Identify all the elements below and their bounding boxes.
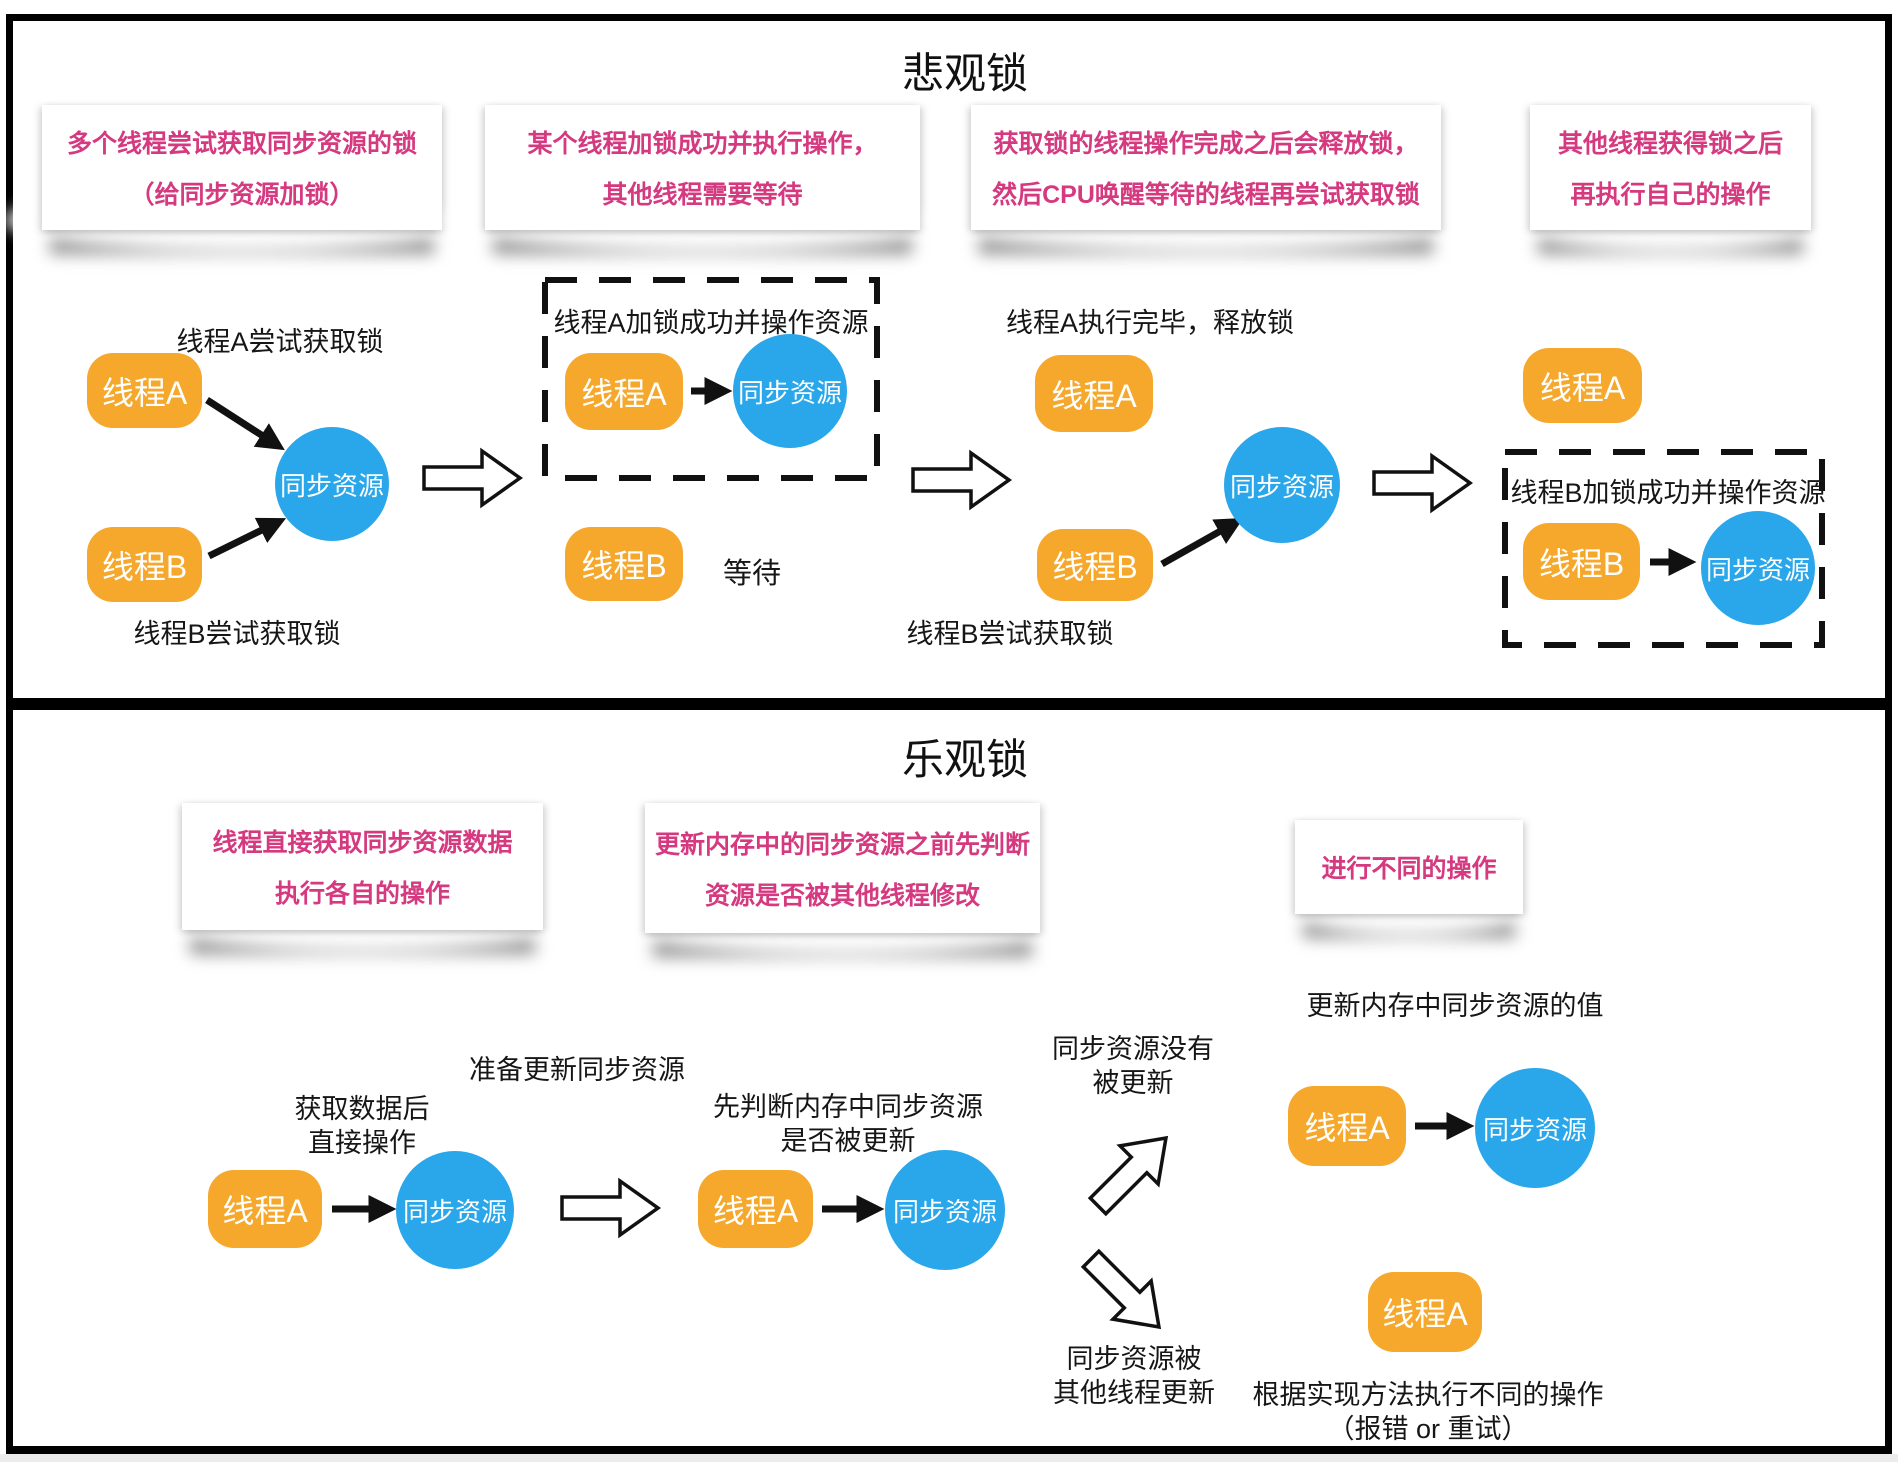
thread-a-box: 线程A [208, 1170, 322, 1248]
note-card: 获取锁的线程操作完成之后会释放锁， 然后CPU唤醒等待的线程再尝试获取锁 [924, 105, 1488, 254]
label-line: 根据实现方法执行不同的操作 [1252, 1380, 1604, 1410]
thread-a-box: 线程A [565, 353, 683, 430]
pessimistic-section-frame [6, 14, 1892, 704]
note-card: 多个线程尝试获取同步资源的锁 （给同步资源加锁） [3, 105, 481, 254]
label-line: 获取数据后 [294, 1094, 430, 1124]
label-line: 同步资源没有 [1052, 1034, 1214, 1064]
label-get-data-direct: 获取数据后 直接操作 [295, 1092, 430, 1160]
thread-a-box: 线程A [698, 1170, 813, 1248]
label-different-operations: 根据实现方法执行不同的操作 （报错 or 重试） [1253, 1378, 1604, 1446]
thread-b-box: 线程B [87, 527, 202, 602]
thread-a-box: 线程A [1523, 348, 1642, 423]
thread-b-box: 线程B [565, 527, 683, 601]
label-line: 是否被更新 [780, 1126, 916, 1156]
note-text: 其他线程获得锁之后 [1557, 130, 1783, 158]
label-line: 先判断内存中同步资源 [713, 1092, 983, 1122]
note-text: 多个线程尝试获取同步资源的锁 [66, 130, 417, 158]
thread-a-box: 线程A [1368, 1272, 1482, 1352]
label-thread-b-try-lock: 线程B尝试获取锁 [133, 619, 341, 649]
sync-resource-circle: 同步资源 [1701, 511, 1815, 625]
label-waiting: 等待 [722, 558, 782, 590]
label-not-updated: 同步资源没有 被更新 [1052, 1032, 1214, 1100]
note-text: 再执行自己的操作 [1570, 181, 1771, 209]
note-card: 某个线程加锁成功并执行操作， 其他线程需要等待 [442, 105, 963, 254]
note-text: 某个线程加锁成功并执行操作， [527, 130, 878, 158]
note-text: 资源是否被其他线程修改 [704, 881, 980, 910]
label-line: 同步资源被 [1066, 1344, 1202, 1374]
label-updated-by-other: 同步资源被 其他线程更新 [1053, 1342, 1215, 1410]
label-line: （报错 or 重试） [1327, 1414, 1529, 1444]
label-update-resource-value: 更新内存中同步资源的值 [1306, 991, 1604, 1021]
note-card: 进行不同的操作 [1277, 820, 1541, 938]
note-text: 执行各自的操作 [274, 880, 450, 908]
note-card: 线程直接获取同步资源数据 执行各自的操作 [148, 803, 577, 954]
optimistic-title: 乐观锁 [901, 736, 1029, 783]
label-thread-a-try-lock: 线程A尝试获取锁 [176, 327, 384, 357]
label-thread-b-try-lock-again: 线程B尝试获取锁 [906, 619, 1114, 649]
label-line: 被更新 [1092, 1068, 1174, 1098]
label-prepare-update: 准备更新同步资源 [469, 1055, 685, 1085]
thread-b-box: 线程B [1523, 523, 1640, 600]
label-thread-a-done-release: 线程A执行完毕，释放锁 [1005, 308, 1295, 338]
sync-resource-circle: 同步资源 [1475, 1068, 1595, 1188]
note-text: 进行不同的操作 [1321, 855, 1497, 883]
bottom-strip [0, 1454, 1898, 1462]
note-text: 线程直接获取同步资源数据 [212, 829, 513, 857]
thread-a-box: 线程A [1035, 355, 1153, 432]
note-text: 然后CPU唤醒等待的线程再尝试获取锁 [992, 181, 1420, 209]
sync-resource-circle: 同步资源 [733, 334, 847, 448]
pessimistic-title: 悲观锁 [901, 50, 1029, 97]
note-card: 其他线程获得锁之后 再执行自己的操作 [1506, 105, 1835, 254]
optimistic-section-frame [6, 704, 1892, 1454]
sync-resource-circle: 同步资源 [885, 1150, 1005, 1270]
note-text: 获取锁的线程操作完成之后会释放锁， [993, 130, 1419, 158]
sync-resource-circle: 同步资源 [1224, 427, 1340, 543]
thread-a-box: 线程A [1288, 1086, 1406, 1166]
note-card: 更新内存中的同步资源之前先判断 资源是否被其他线程修改 [607, 803, 1078, 957]
label-thread-a-locked: 线程A加锁成功并操作资源 [553, 308, 869, 338]
label-judge-memory: 先判断内存中同步资源 是否被更新 [713, 1090, 983, 1158]
sync-resource-circle: 同步资源 [396, 1151, 514, 1269]
note-text: 其他线程需要等待 [602, 181, 803, 209]
note-text: 更新内存中的同步资源之前先判断 [654, 830, 1030, 859]
thread-a-box: 线程A [87, 353, 202, 428]
sync-resource-circle: 同步资源 [275, 427, 389, 541]
note-text: （给同步资源加锁） [129, 181, 355, 209]
thread-b-box: 线程B [1037, 529, 1153, 601]
label-line: 直接操作 [308, 1128, 416, 1158]
label-line: 其他线程更新 [1053, 1378, 1215, 1408]
label-thread-b-locked: 线程B加锁成功并操作资源 [1510, 478, 1826, 508]
